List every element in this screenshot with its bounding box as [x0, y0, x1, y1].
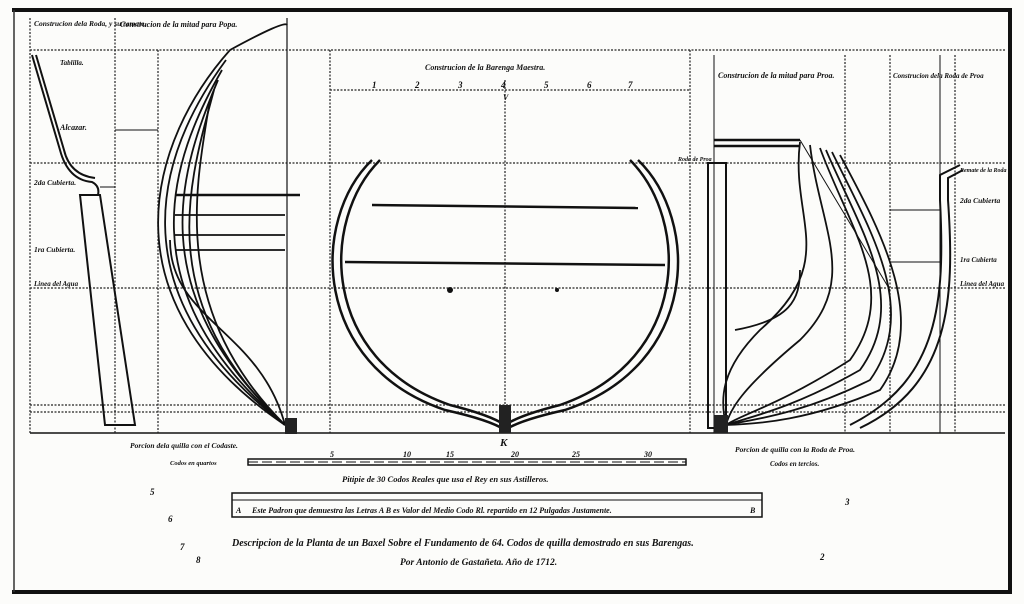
svg-text:7: 7: [628, 80, 633, 90]
stern-codos-note: Codos en quartos: [170, 460, 217, 467]
svg-text:6: 6: [587, 80, 592, 90]
stern-roda-title: Construcion dela Roda, y su remate.: [34, 19, 146, 28]
caption-line1: Descripcion de la Planta de un Baxel Sob…: [231, 538, 694, 549]
midship-keel-letter: K: [499, 437, 508, 449]
svg-text:5: 5: [150, 487, 155, 497]
stern-frame-curves: [157, 23, 300, 434]
label-cubierta1-bow: 1ra Cubierta: [960, 256, 997, 264]
scale-caption: Pitipie de 30 Codos Reales que usa el Re…: [342, 474, 549, 484]
label-remate-roda: Remate de la Roda: [959, 168, 1007, 174]
svg-text:1: 1: [372, 80, 377, 90]
svg-text:25: 25: [571, 450, 580, 459]
svg-text:3: 3: [457, 80, 463, 90]
svg-text:20: 20: [510, 450, 519, 459]
svg-text:5: 5: [330, 450, 334, 459]
construction-grid: [29, 18, 1005, 434]
midship-center-letter: V: [503, 93, 509, 102]
label-linea-agua-bow: Linea del Agua: [959, 280, 1005, 288]
bow-stem-drawing: [849, 164, 964, 429]
pattern-text: Este Padron que demuestra las Letras A B…: [251, 506, 612, 515]
stern-keel-note: Porcion dela quilla con el Codaste.: [130, 441, 238, 450]
bow-codos-note: Codos en tercios.: [770, 460, 819, 468]
label-cubierta2-bow: 2da Cubierta: [959, 196, 1000, 205]
svg-text:7: 7: [180, 542, 185, 552]
midship-title: Construcion de la Barenga Maestra.: [425, 63, 545, 72]
label-alcazar: Alcazar.: [59, 123, 87, 132]
pattern-bar: A Este Padron que demuestra las Letras A…: [231, 492, 763, 518]
svg-text:4: 4: [500, 80, 506, 90]
svg-text:8: 8: [196, 555, 201, 565]
svg-text:10: 10: [403, 450, 411, 459]
stern-half-title: Construcion de la mitad para Popa.: [120, 20, 237, 29]
svg-text:5: 5: [544, 80, 549, 90]
bow-roda-title: Construcion dela Roda de Proa: [893, 72, 984, 80]
bow-keel-note: Porcion de quilla con la Roda de Proa.: [735, 445, 855, 454]
label-tablilla: Tablilla.: [60, 59, 84, 67]
label-cubierta1-stern: 1ra Cubierta.: [34, 245, 75, 254]
label-cubierta2-stern: 2da Cubierta.: [33, 178, 76, 187]
midship-station-numbers: 1 2 3 4 5 6 7: [372, 80, 633, 90]
svg-text:2: 2: [414, 80, 420, 90]
svg-text:30: 30: [643, 450, 652, 459]
stern-post-drawing: [31, 54, 158, 426]
svg-text:2: 2: [819, 552, 825, 562]
bow-frame-curves: [707, 138, 902, 433]
margin-marks: 5 6 7 8 3 2: [150, 487, 850, 565]
scale-bar: 5 10 15 20 25 30: [247, 450, 687, 466]
svg-text:15: 15: [446, 450, 454, 459]
bow-half-title: Construcion de la mitad para Proa.: [718, 71, 834, 80]
label-linea-agua-stern: Linea del Agua: [33, 280, 79, 288]
pattern-end: B: [749, 506, 756, 515]
label-roda-proa: Roda de Proa: [677, 157, 712, 163]
pattern-start: A: [235, 506, 242, 515]
midship-section: [331, 159, 680, 433]
svg-text:3: 3: [844, 497, 850, 507]
svg-text:6: 6: [168, 514, 173, 524]
caption-line2: Por Antonio de Gastañeta. Año de 1712.: [400, 558, 557, 568]
